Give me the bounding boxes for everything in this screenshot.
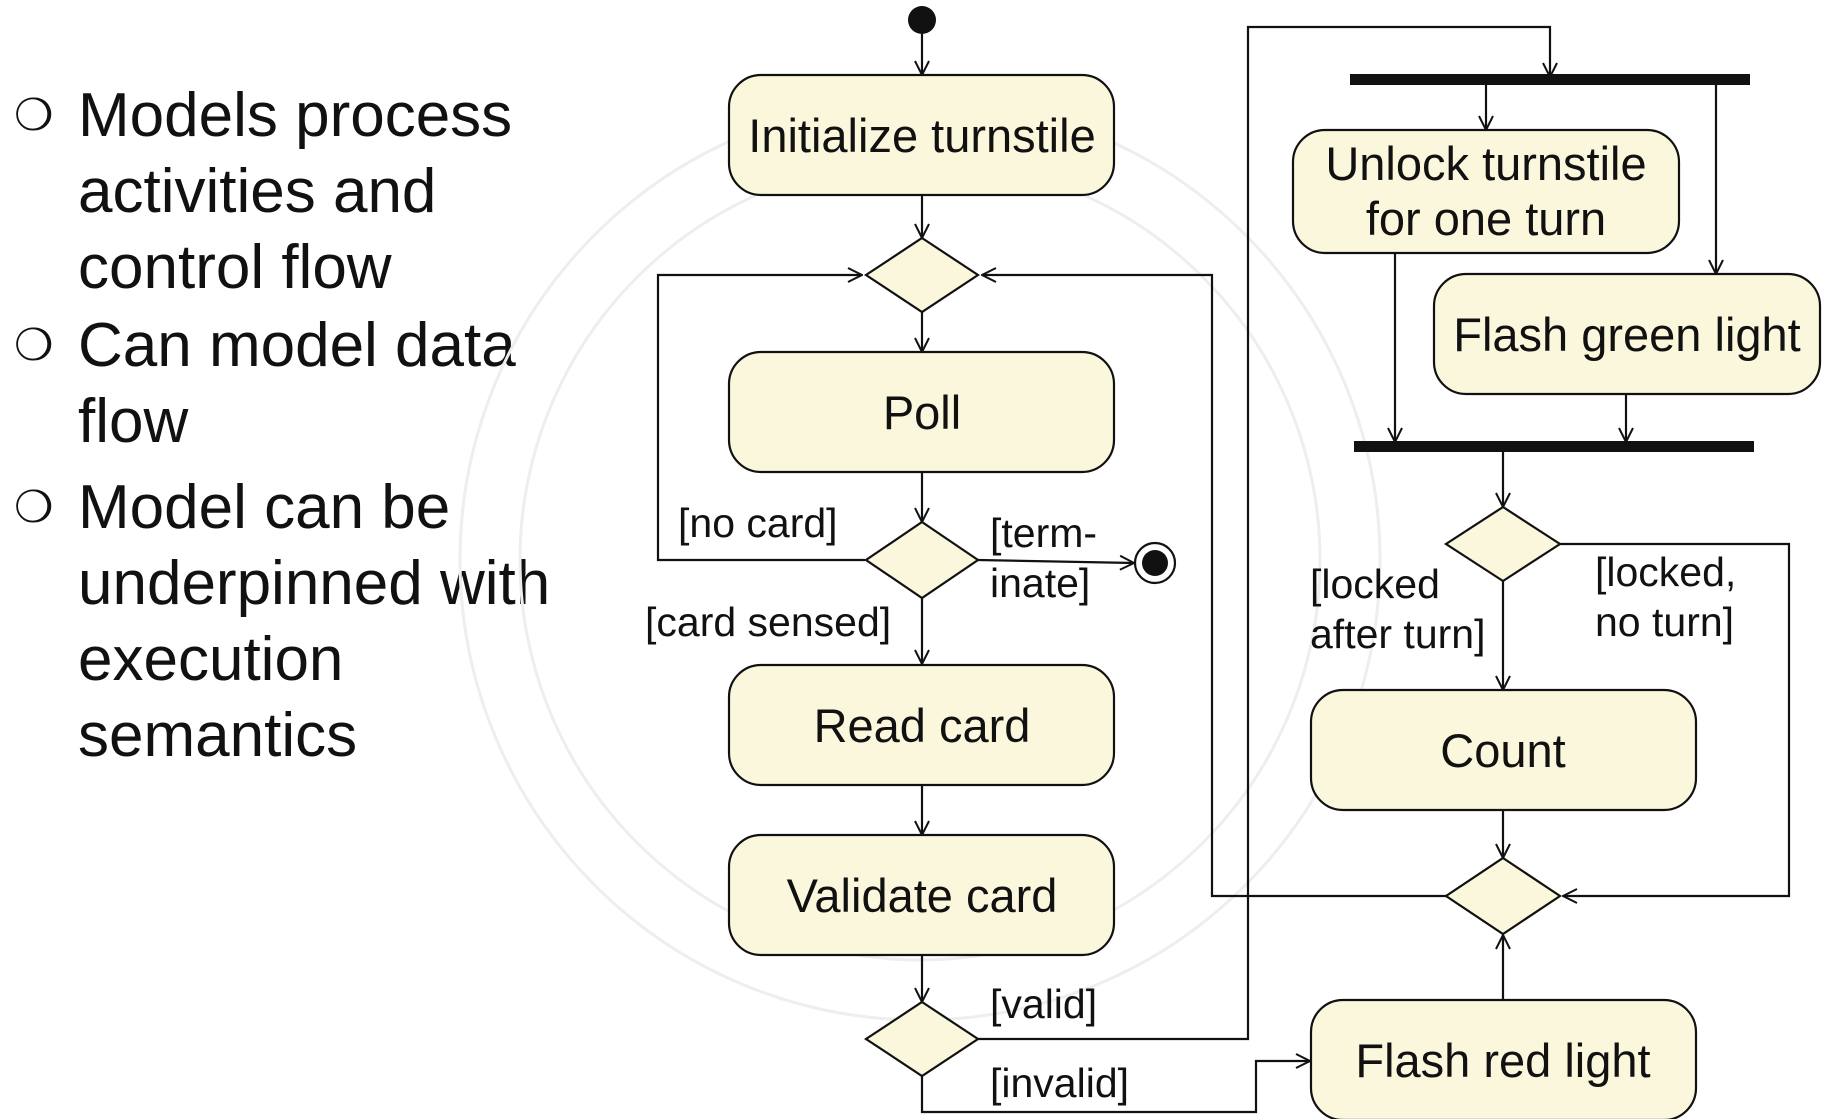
node-label: Poll xyxy=(883,386,961,439)
bullet-text: Can model data flow xyxy=(78,311,516,456)
node-label: Count xyxy=(1440,724,1565,777)
guard-no-card: [no card] xyxy=(678,500,838,546)
edge-valid xyxy=(978,25,1550,1041)
node-label: Validate card xyxy=(787,869,1058,922)
guard-terminate-line1: [term- xyxy=(990,510,1097,556)
initial-node xyxy=(908,6,936,34)
bullet-marker-icon: ❍ xyxy=(14,321,54,370)
merge-diamond-bottom xyxy=(1444,856,1562,936)
node-label: Flash red light xyxy=(1355,1034,1650,1087)
decision-diamond-locked xyxy=(1443,505,1563,583)
node-label-line2: for one turn xyxy=(1366,192,1606,245)
node-label: Read card xyxy=(814,699,1031,752)
bullet-text: Model can be underpinned with execution … xyxy=(78,473,551,770)
node-label: Flash green light xyxy=(1453,308,1800,361)
bullet-list: ❍ Models process activities and control … xyxy=(0,0,640,1119)
bullet-text: Models process activities and control fl… xyxy=(78,81,513,302)
edge-terminate xyxy=(977,560,1134,563)
bullet-marker-icon: ❍ xyxy=(14,483,54,532)
guard-invalid: [invalid] xyxy=(990,1060,1129,1106)
guard-valid: [valid] xyxy=(990,981,1097,1027)
guard-terminate-line2: inate] xyxy=(990,560,1090,606)
node-label-line1: Unlock turnstile xyxy=(1325,137,1646,190)
edge-no-card-loop xyxy=(656,275,865,562)
join-bar xyxy=(1354,441,1754,452)
action-poll: Poll xyxy=(727,350,1116,474)
merge-diamond-top xyxy=(864,236,980,314)
guard-locked-after-line1: [locked xyxy=(1310,561,1440,607)
action-count: Count xyxy=(1309,688,1698,812)
final-node xyxy=(1133,541,1177,585)
node-label: Initialize turnstile xyxy=(748,109,1095,162)
guard-locked-no-turn-line2: no turn] xyxy=(1595,599,1734,645)
bullet-item: ❍ Model can be underpinned with executio… xyxy=(14,470,638,774)
action-flash-green-light: Flash green light xyxy=(1432,272,1822,396)
action-initialize-turnstile: Initialize turnstile xyxy=(727,73,1116,197)
bullet-item: ❍ Can model data flow xyxy=(14,308,638,460)
guard-locked-no-turn-line1: [locked, xyxy=(1595,549,1736,595)
edge-locked-no-turn xyxy=(1560,542,1791,896)
action-read-card: Read card xyxy=(727,663,1116,787)
edge-merge-back xyxy=(982,275,1446,898)
guard-card-sensed: [card sensed] xyxy=(645,599,891,645)
decision-diamond-card xyxy=(864,520,980,600)
decision-diamond-valid xyxy=(864,1000,980,1078)
action-unlock-turnstile: Unlock turnstile for one turn xyxy=(1291,128,1681,255)
action-validate-card: Validate card xyxy=(727,833,1116,957)
action-flash-red-light: Flash red light xyxy=(1309,998,1698,1119)
bullet-marker-icon: ❍ xyxy=(14,91,54,140)
fork-bar xyxy=(1350,74,1750,85)
guard-locked-after-line2: after turn] xyxy=(1310,611,1485,657)
edge-invalid xyxy=(920,1061,1310,1114)
bullet-item: ❍ Models process activities and control … xyxy=(14,78,638,306)
